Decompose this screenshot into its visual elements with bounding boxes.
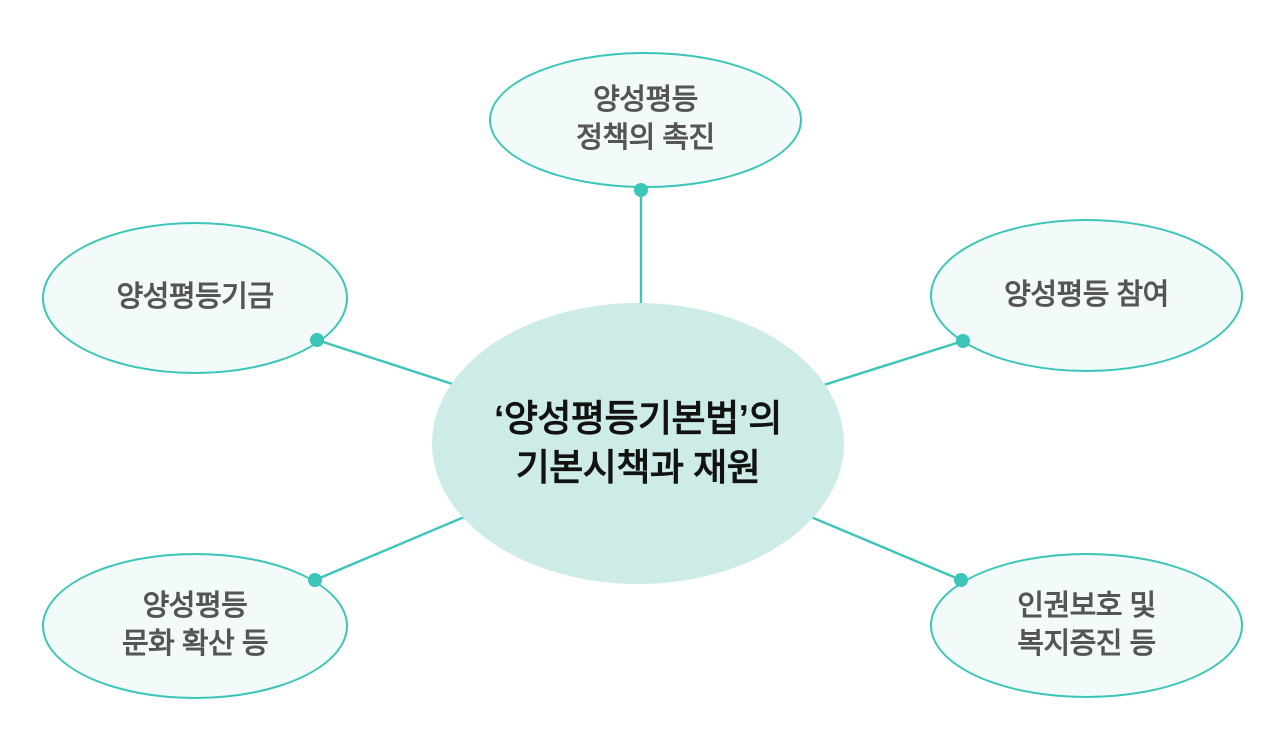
node-gender-equality-participation: 양성평등 참여 — [930, 219, 1243, 372]
node-label: 인권보호 및 복지증진 등 — [1017, 589, 1156, 660]
node-label: 양성평등 참여 — [1004, 278, 1169, 311]
node-label: 양성평등 문화 확산 등 — [121, 590, 269, 660]
center-node: ‘양성평등기본법’의 기본시책과 재원 — [432, 303, 844, 584]
node-human-rights-welfare: 인권보호 및 복지증진 등 — [930, 553, 1243, 698]
center-node-label: ‘양성평등기본법’의 기본시책과 재원 — [494, 397, 782, 488]
node-policy-promotion: 양성평등 정책의 촉진 — [489, 52, 802, 188]
node-gender-equality-fund: 양성평등기금 — [42, 222, 348, 374]
node-culture-spread: 양성평등 문화 확산 등 — [42, 553, 348, 699]
node-label: 양성평등기금 — [116, 281, 274, 314]
node-label: 양성평등 정책의 촉진 — [576, 84, 715, 154]
